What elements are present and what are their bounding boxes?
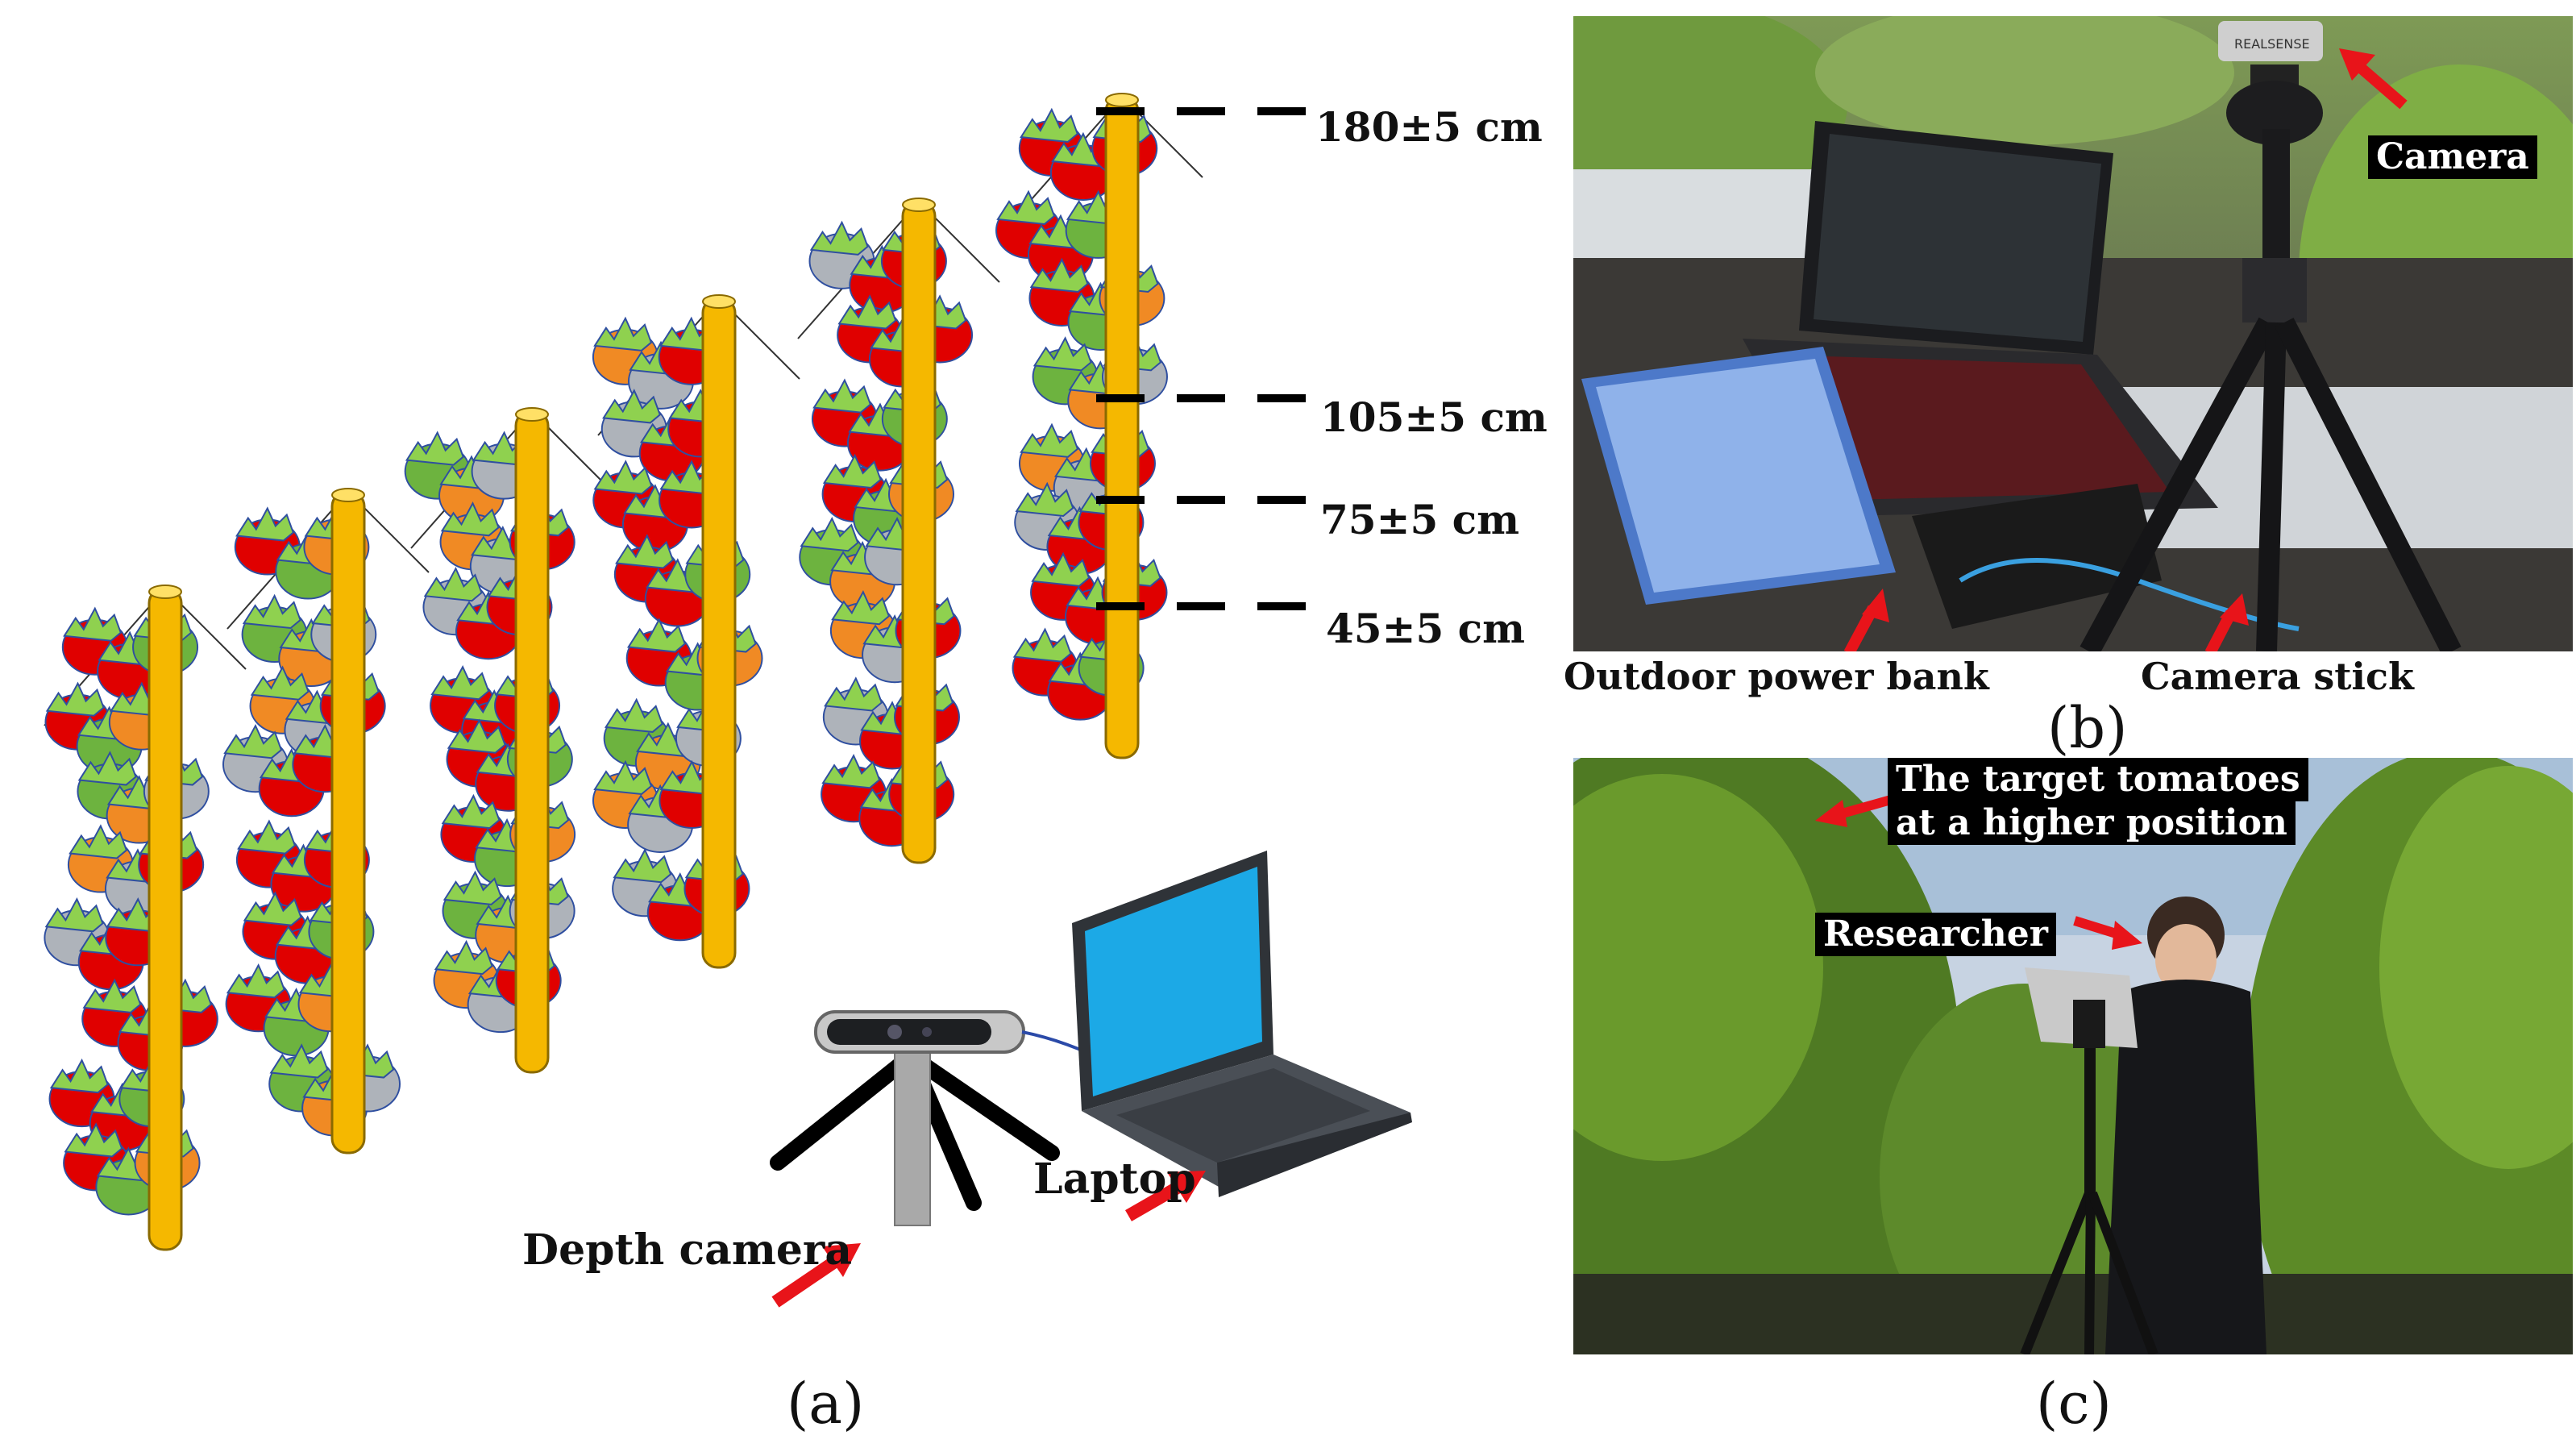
tomato-cluster [625, 618, 763, 711]
depth-camera-arrow [771, 1243, 861, 1308]
tomato-calyx [821, 753, 881, 789]
tomato-calyx [423, 566, 483, 602]
tomato-calyx [626, 618, 686, 653]
height-label-75: 75±5 cm [1320, 496, 1520, 543]
tomato-calyx [242, 593, 301, 630]
power-bank-label: Outdoor power bank [1564, 655, 1989, 698]
tomato-calyx [613, 848, 672, 884]
pole [701, 297, 737, 969]
tomato-calyx [1015, 481, 1074, 518]
tomato-cluster [1028, 257, 1165, 351]
greenhouse-photo: The target tomatoes at a higher position… [1573, 758, 2573, 1354]
height-dashes [1096, 107, 1306, 610]
tomato-calyx [77, 751, 137, 786]
pole-top [331, 488, 365, 502]
tomato-calyx [44, 897, 104, 933]
tomato-calyx [243, 891, 302, 926]
tomato-calyx [1029, 257, 1089, 293]
tomato-calyx [442, 870, 502, 905]
tomato-calyx [1020, 107, 1078, 144]
tomato-calyx [800, 516, 859, 552]
tomato-calyx [405, 431, 464, 466]
tomato-calyx [1020, 422, 1079, 458]
pole-top [902, 198, 936, 212]
pole [901, 200, 937, 864]
pole-top [702, 294, 736, 309]
tomato-calyx [82, 978, 142, 1013]
tomato-calyx [237, 819, 297, 855]
tomato-calyx [447, 718, 506, 754]
pole [1104, 95, 1140, 759]
tomato-calyx [809, 220, 869, 256]
height-label-45: 45±5 cm [1326, 605, 1526, 652]
tomato-calyx [996, 189, 1056, 225]
tomato-calyx [64, 1122, 123, 1158]
pole [147, 587, 183, 1251]
tomato-cluster [829, 589, 962, 684]
tomato-calyx [269, 1043, 329, 1079]
depth-camera-icon [770, 1010, 1113, 1226]
tomato-calyx [49, 1058, 109, 1094]
tomato-calyx [604, 697, 663, 733]
camera-label: Camera [2368, 135, 2537, 179]
pole-top [148, 585, 182, 599]
tomato-calyx [593, 316, 653, 352]
tomato-cluster [404, 431, 538, 524]
tomato-calyx [593, 759, 653, 796]
tomato-calyx [1012, 627, 1072, 663]
pole [330, 490, 366, 1155]
researcher-label: Researcher [1815, 913, 2056, 956]
equipment-photo: REALSENSE Camera [1573, 16, 2573, 651]
laptop-icon [1072, 851, 1412, 1197]
tomato-calyx [69, 824, 128, 859]
panel-label-a: (a) [787, 1371, 865, 1437]
tomato-cluster [799, 516, 931, 610]
tomato-calyx [441, 793, 501, 830]
tomato-calyx [430, 664, 490, 701]
camera-stick-label: Camera stick [2141, 655, 2414, 698]
laptop-arrow [1125, 1171, 1206, 1221]
target-tomatoes-label-line1: The target tomatoes [1888, 758, 2308, 801]
pole-top [1105, 93, 1139, 107]
tomato-calyx [45, 681, 105, 717]
tomato-calyx [824, 676, 883, 712]
laptop-label: Laptop [1033, 1155, 1196, 1204]
tomato-calyx [812, 378, 872, 414]
camera-brand-text: REALSENSE [2234, 36, 2310, 52]
tomato-calyx [602, 389, 661, 424]
tomato-calyx [235, 506, 294, 542]
depth-camera-label: Depth camera [522, 1225, 853, 1275]
tomato-calyx [822, 453, 882, 489]
tomato-calyx [831, 589, 891, 626]
tomato-cluster [592, 759, 725, 853]
tomato-calyx [434, 939, 493, 976]
tomato-calyx [223, 723, 283, 759]
plant-poles [147, 93, 1140, 1251]
tomato-calyx [226, 963, 285, 999]
tomato-calyx [1031, 551, 1091, 587]
tomato-calyx [1032, 336, 1092, 372]
tomato-calyx [250, 665, 310, 701]
height-label-180: 180±5 cm [1315, 103, 1543, 151]
pole [514, 410, 550, 1074]
tomato-cluster [1032, 336, 1168, 430]
pole-top [515, 407, 549, 422]
height-label-105: 105±5 cm [1320, 393, 1548, 441]
tomato-calyx [837, 294, 897, 330]
tomato-calyx [615, 534, 675, 569]
tomato-cluster [225, 963, 364, 1057]
tomato-calyx [593, 460, 653, 495]
tomato-calyx [440, 501, 500, 537]
tomato-plant-schematic [44, 93, 1412, 1308]
tomato-cluster [822, 676, 960, 770]
panel-label-c: (c) [2036, 1371, 2112, 1437]
target-tomatoes-label-line2: at a higher position [1888, 801, 2296, 845]
tomato-calyx [63, 606, 122, 642]
panel-label-b: (b) [2047, 695, 2128, 761]
tomato-cluster [77, 751, 210, 844]
